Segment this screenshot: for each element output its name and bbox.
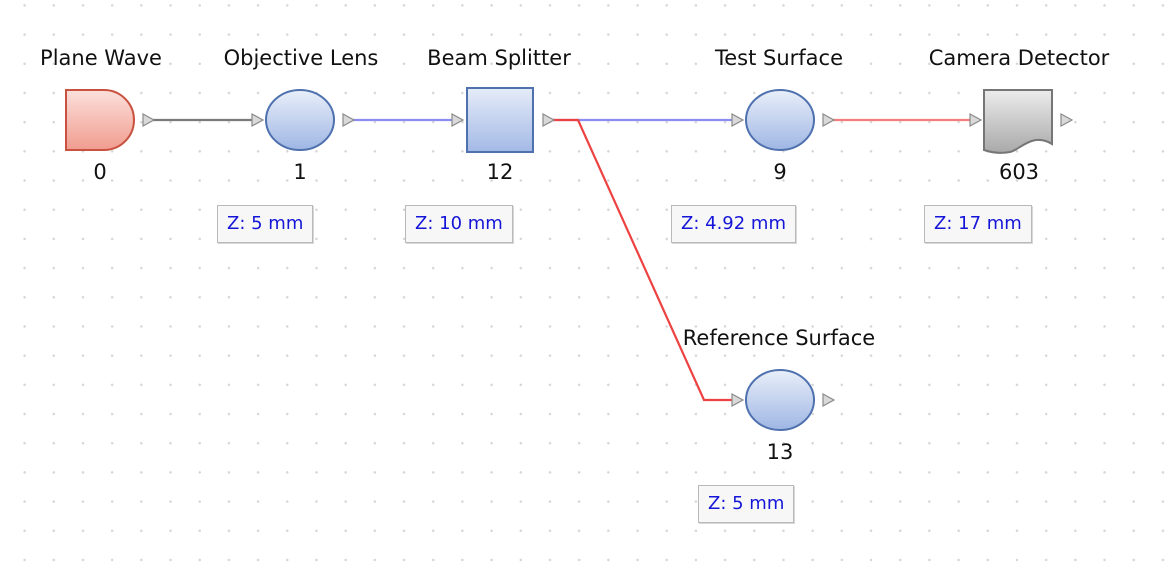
beam-splitter-output-port[interactable] xyxy=(542,112,556,128)
node-objective-lens[interactable] xyxy=(251,89,356,151)
camera-detector-input-port[interactable] xyxy=(969,112,983,128)
id-reference-surface: 13 xyxy=(766,440,794,464)
node-reference-surface[interactable] xyxy=(731,369,836,431)
objective-lens-output-port[interactable] xyxy=(342,112,356,128)
nodes-layer xyxy=(65,87,1074,431)
beam-splitter-square-icon xyxy=(466,87,534,153)
z-box-objective-lens[interactable]: Z: 5 mm xyxy=(217,205,314,243)
reference-surface-ellipse-icon xyxy=(745,369,815,431)
beam-splitter-input-port[interactable] xyxy=(451,112,465,128)
plane-wave-source-icon xyxy=(65,89,135,151)
reference-surface-input-port[interactable] xyxy=(731,392,745,408)
title-beam-splitter: Beam Splitter xyxy=(427,46,571,70)
test-surface-input-port[interactable] xyxy=(731,112,745,128)
edge-beam-splitter-to-reference-surface[interactable] xyxy=(548,118,732,402)
node-camera-detector[interactable] xyxy=(969,89,1074,154)
title-test-surface: Test Surface xyxy=(714,46,844,70)
camera-detector-output-port[interactable] xyxy=(1060,112,1074,128)
title-reference-surface: Reference Surface xyxy=(682,326,876,350)
title-plane-wave: Plane Wave xyxy=(40,46,162,70)
node-test-surface[interactable] xyxy=(731,89,836,151)
z-box-test-surface[interactable]: Z: 4.92 mm xyxy=(671,205,796,243)
id-test-surface: 9 xyxy=(773,160,787,184)
id-plane-wave: 0 xyxy=(93,160,107,184)
node-plane-wave[interactable] xyxy=(65,89,156,151)
reference-surface-output-port[interactable] xyxy=(822,392,836,408)
id-camera-detector: 603 xyxy=(998,160,1040,184)
z-box-reference-surface[interactable]: Z: 5 mm xyxy=(698,485,795,523)
test-surface-output-port[interactable] xyxy=(822,112,836,128)
edges-layer xyxy=(148,118,970,402)
title-camera-detector: Camera Detector xyxy=(928,46,1110,70)
node-beam-splitter[interactable] xyxy=(451,87,556,153)
camera-detector-detector-icon xyxy=(983,89,1053,154)
id-objective-lens: 1 xyxy=(293,160,307,184)
id-beam-splitter: 12 xyxy=(486,160,514,184)
objective-lens-input-port[interactable] xyxy=(251,112,265,128)
z-box-camera-detector[interactable]: Z: 17 mm xyxy=(924,205,1032,243)
title-objective-lens: Objective Lens xyxy=(223,46,379,70)
objective-lens-ellipse-icon xyxy=(265,89,335,151)
z-box-beam-splitter[interactable]: Z: 10 mm xyxy=(405,205,513,243)
test-surface-ellipse-icon xyxy=(745,89,815,151)
plane-wave-output-port[interactable] xyxy=(142,112,156,128)
